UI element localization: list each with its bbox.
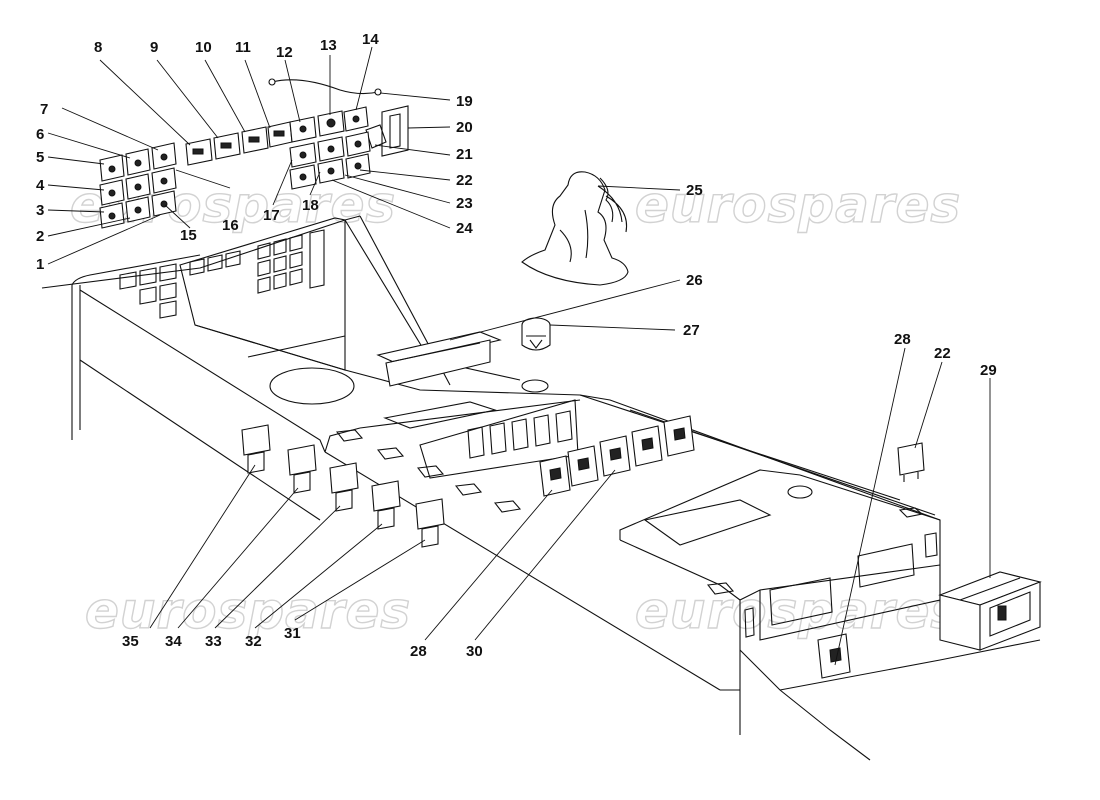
part-label-2: 2 [36,228,44,245]
cigarette-lighter [521,317,551,351]
left-switch-cluster [99,142,177,229]
part-label-9: 9 [150,39,158,56]
part-label-7: 7 [40,101,48,118]
watermark-bottom-right: eurospares [635,582,961,640]
part-label-3: 3 [36,202,44,219]
part-label-31: 31 [284,625,301,642]
part-label-27: 27 [683,322,700,339]
part-label-26: 26 [686,272,703,289]
part-label-1: 1 [36,256,44,273]
part-label-19: 19 [456,93,473,110]
part-label-18: 18 [302,197,319,214]
part-label-4: 4 [36,177,45,194]
upper-switch-row [185,121,293,166]
loose-switches-left [241,424,445,548]
part-label-17: 17 [263,207,280,224]
part-label-22-top: 22 [456,172,473,189]
part-label-16: 16 [222,217,239,234]
dashboard-switch-grid [119,229,325,319]
part-label-10: 10 [195,39,212,56]
gear-lever-boot [521,171,629,286]
part-label-32: 32 [245,633,262,650]
control-unit [938,571,1042,651]
part-label-29: 29 [980,362,997,379]
part-label-11: 11 [235,39,251,56]
center-console [41,215,1041,761]
part-label-6: 6 [36,126,44,143]
part-label-22-right: 22 [934,345,951,362]
part-label-12: 12 [276,44,293,61]
part-label-24: 24 [456,220,473,237]
part-label-30: 30 [466,643,483,660]
ashtray [376,331,502,387]
leader-lines [47,46,991,666]
part-label-15: 15 [180,227,197,244]
right-switch-cluster [289,106,371,190]
part-labels: 8 9 10 11 12 13 14 19 20 21 22 23 24 25 … [36,31,997,660]
part-label-34: 34 [165,633,182,650]
part-label-13: 13 [320,37,337,54]
part-label-21: 21 [456,146,473,163]
cable-and-bracket [268,78,409,157]
watermark-top-right: eurospares [635,176,961,234]
watermark-bottom-left: eurospares [85,582,411,640]
part-label-14: 14 [362,31,379,48]
part-label-25: 25 [686,182,703,199]
part-label-8: 8 [94,39,102,56]
watermark-top-left: eurospares [70,176,396,234]
part-label-20: 20 [456,119,473,136]
part-label-28-right: 28 [894,331,911,348]
part-label-33: 33 [205,633,222,650]
part-label-23: 23 [456,195,473,212]
part-label-5: 5 [36,149,44,166]
part-label-35: 35 [122,633,139,650]
console-rocker-switches [539,415,695,497]
loose-switches-right [817,442,925,679]
part-label-28-bottom: 28 [410,643,427,660]
